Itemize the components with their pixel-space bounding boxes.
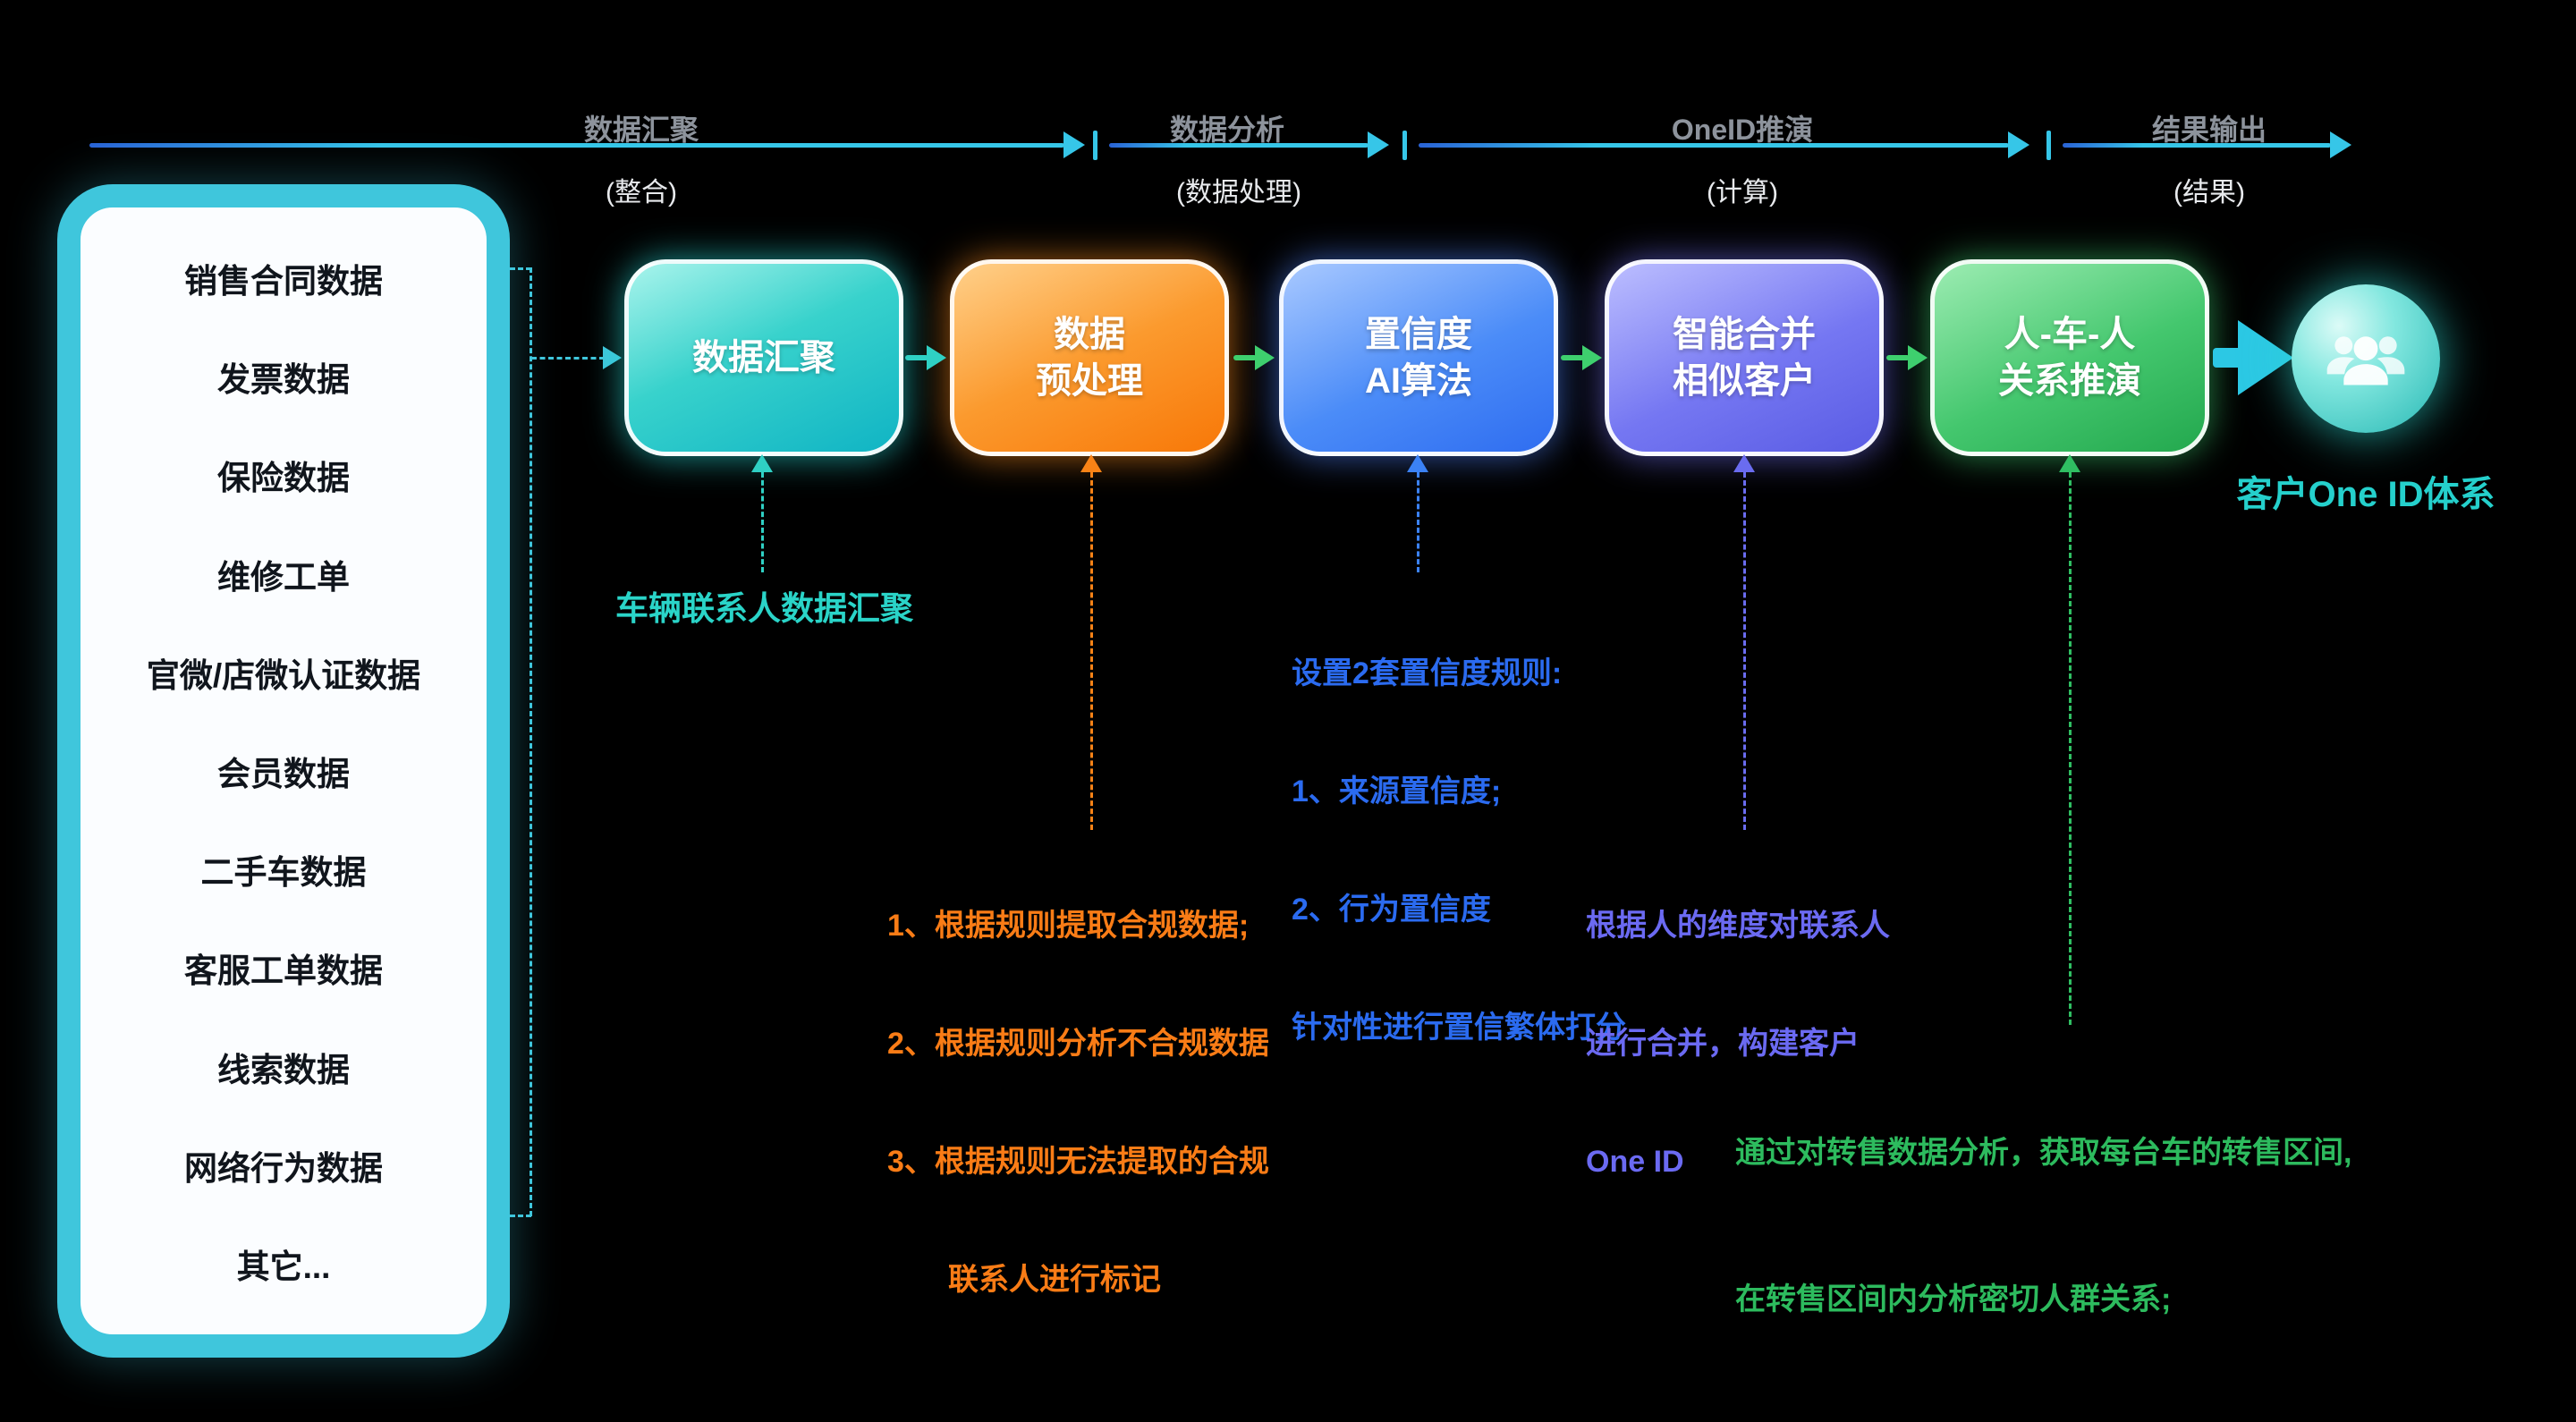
phase-arrow-1 bbox=[89, 131, 1085, 158]
note-line-text: 在转售区间内分析密切人群关系; bbox=[1735, 1282, 2172, 1316]
note-merge: 根据人的维度对联系人 进行合并，构建客户 One ID bbox=[1586, 832, 1890, 1256]
step-label-line: AI算法 bbox=[1365, 361, 1472, 401]
step-arrow-2-icon bbox=[1233, 345, 1276, 370]
source-item-wechat-auth: 官微/店微认证数据 bbox=[146, 656, 421, 694]
step-arrow-1-icon bbox=[905, 345, 948, 370]
step-arrow-4-icon bbox=[1886, 345, 1929, 370]
phase-title-output: 结果输出 bbox=[2151, 114, 2267, 146]
people-icon bbox=[2326, 336, 2405, 385]
connector-stub-bottom bbox=[510, 1215, 531, 1217]
step-arrow-3-icon bbox=[1561, 345, 1604, 370]
phase-subtitle-analysis: (数据处理) bbox=[1176, 178, 1301, 207]
note-line-text: 进行合并，构建客户 bbox=[1586, 1027, 1860, 1061]
note-line-text: 针对性进行置信繁体打分 bbox=[1292, 1011, 1626, 1045]
data-source-panel: 销售合同数据 发票数据 保险数据 维修工单 官微/店微认证数据 会员数据 二手车… bbox=[57, 184, 510, 1358]
note-arrow-merge-icon bbox=[1733, 454, 1755, 472]
step-label-line: 数据汇聚 bbox=[692, 338, 835, 377]
note-line-text: 1、来源置信度; bbox=[1292, 774, 1502, 808]
source-item-member: 会员数据 bbox=[217, 755, 350, 792]
source-item-invoice: 发票数据 bbox=[217, 361, 350, 399]
step-smart-merge: 智能合并 相似客户 bbox=[1605, 259, 1884, 456]
step-confidence-ai: 置信度 AI算法 bbox=[1279, 259, 1558, 456]
note-aggregation: 车辆联系人数据汇聚 bbox=[615, 590, 913, 627]
source-item-sales-contract: 销售合同数据 bbox=[184, 263, 383, 300]
data-source-list: 销售合同数据 发票数据 保险数据 维修工单 官微/店微认证数据 会员数据 二手车… bbox=[88, 231, 479, 1311]
phase-divider-3 bbox=[2046, 131, 2051, 160]
note-line-text: 设置2套置信度规则: bbox=[1292, 656, 1563, 690]
phase-subtitle-output: (结果) bbox=[2174, 178, 2245, 207]
step-label-line: 数据 bbox=[1054, 315, 1125, 354]
note-line-text: 根据人的维度对联系人 bbox=[1586, 909, 1890, 943]
step-data-aggregation: 数据汇聚 bbox=[624, 259, 903, 456]
connector-vertical bbox=[530, 267, 532, 1216]
step-label-line: 预处理 bbox=[1036, 361, 1143, 401]
source-item-web-behavior: 网络行为数据 bbox=[184, 1149, 383, 1187]
connector-feed-line bbox=[531, 357, 605, 360]
phase-arrow-2 bbox=[1109, 131, 1389, 158]
step-label-line: 关系推演 bbox=[1998, 361, 2141, 401]
oneid-caption: 客户One ID体系 bbox=[2236, 475, 2496, 514]
phase-title-aggregation: 数据汇聚 bbox=[583, 114, 699, 146]
phase-divider-1 bbox=[1093, 131, 1097, 160]
phase-subtitle-oneid: (计算) bbox=[1707, 178, 1778, 207]
step-label-line: 置信度 bbox=[1365, 315, 1472, 354]
step-data-preprocess: 数据 预处理 bbox=[950, 259, 1229, 456]
phase-subtitle-aggregation: (整合) bbox=[606, 178, 677, 207]
phase-divider-2 bbox=[1402, 131, 1407, 160]
source-item-insurance: 保险数据 bbox=[217, 460, 350, 497]
note-line-preprocess bbox=[1090, 472, 1093, 830]
phase-title-analysis: 数据分析 bbox=[1169, 114, 1285, 146]
note-line-text: 通过对转售数据分析，获取每台车的转售区间, bbox=[1735, 1136, 2352, 1170]
source-item-others: 其它... bbox=[236, 1248, 331, 1285]
source-item-repair-order: 维修工单 bbox=[217, 558, 350, 596]
note-arrow-relation-icon bbox=[2059, 454, 2080, 472]
note-relation: 通过对转售数据分析，获取每台车的转售区间, 在转售区间内分析密切人群关系; (如… bbox=[1735, 1030, 2351, 1422]
step-label-line: 人-车-人 bbox=[2004, 315, 2136, 354]
note-preprocess: 1、根据规则提取合规数据; 2、根据规则分析不合规数据 3、根据规则无法提取的合… bbox=[887, 832, 1269, 1374]
note-arrow-aggregation-icon bbox=[751, 454, 773, 472]
step-label-line: 智能合并 bbox=[1673, 315, 1816, 354]
customers-group-icon bbox=[2292, 284, 2440, 433]
note-line-text: 1、根据规则提取合规数据; bbox=[887, 909, 1250, 943]
note-line-text: 3、根据规则无法提取的合规 bbox=[887, 1145, 1269, 1179]
note-line-text: One ID bbox=[1586, 1145, 1684, 1179]
note-line-text: 2、行为置信度 bbox=[1292, 893, 1491, 927]
connector-feed-arrow-icon bbox=[603, 346, 622, 369]
source-item-leads: 线索数据 bbox=[217, 1051, 350, 1088]
connector-stub-top bbox=[510, 267, 531, 270]
phase-arrow-4 bbox=[2063, 131, 2351, 158]
note-line-aggregation bbox=[761, 472, 764, 572]
source-item-used-car: 二手车数据 bbox=[200, 854, 367, 892]
step-relation-deduce: 人-车-人 关系推演 bbox=[1930, 259, 2209, 456]
note-arrow-confidence-icon bbox=[1407, 454, 1428, 472]
phase-arrow-3 bbox=[1419, 131, 2029, 158]
note-confidence: 设置2套置信度规则: 1、来源置信度; 2、行为置信度 针对性进行置信繁体打分 bbox=[1292, 580, 1626, 1122]
output-arrow-icon bbox=[2213, 320, 2295, 395]
note-line-confidence bbox=[1417, 472, 1419, 572]
note-line-merge bbox=[1743, 472, 1746, 830]
note-line-text: 联系人进行标记 bbox=[887, 1263, 1161, 1297]
source-item-service-ticket: 客服工单数据 bbox=[184, 952, 383, 990]
step-label-line: 相似客户 bbox=[1673, 361, 1816, 401]
note-line-text: 2、根据规则分析不合规数据 bbox=[887, 1027, 1269, 1061]
note-line-relation bbox=[2069, 472, 2072, 1025]
phase-title-oneid: OneID推演 bbox=[1671, 114, 1814, 146]
note-arrow-preprocess-icon bbox=[1080, 454, 1102, 472]
